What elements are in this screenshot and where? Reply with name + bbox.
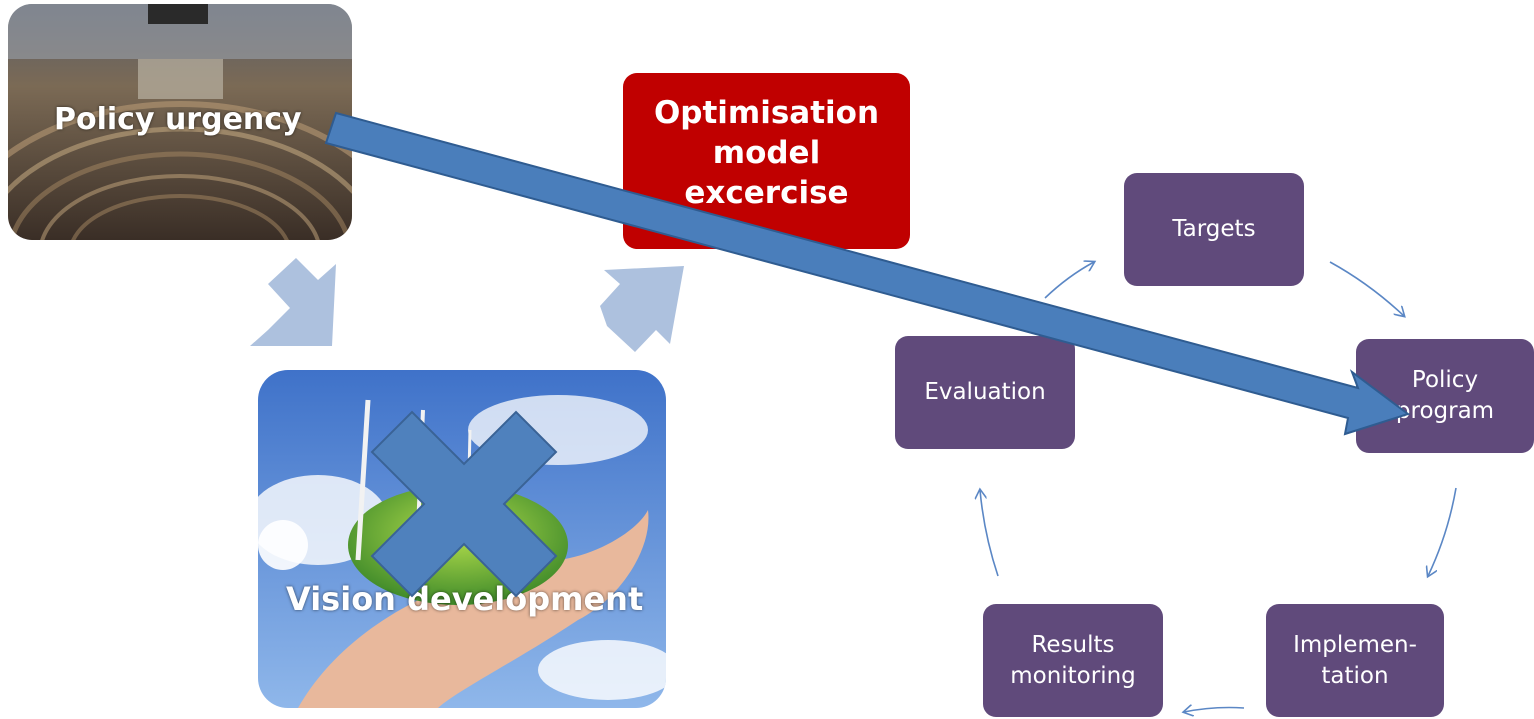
- cycle-arrow-targets-to-policy: [1329, 261, 1404, 316]
- results-line-2: monitoring: [1010, 662, 1136, 689]
- cycle-box-evaluation: Evaluation: [895, 336, 1075, 449]
- light-arrow-down-icon: [250, 258, 336, 346]
- green-earth-hand-image: [258, 370, 666, 708]
- cycle-arrow-results-to-eval: [980, 490, 999, 577]
- vision-development-photo: Vision development: [258, 370, 666, 708]
- policy-program-line-1: Policy: [1411, 367, 1479, 393]
- cycle-arrow-policy-to-impl: [1428, 487, 1457, 576]
- cross-out-icon: [370, 410, 558, 598]
- implementation-line-2: tation: [1321, 662, 1389, 689]
- cycle-box-implementation: Implemen- tation: [1266, 604, 1444, 717]
- results-line-1: Results: [1031, 631, 1115, 658]
- vision-development-label: Vision development: [286, 580, 644, 618]
- targets-label: Targets: [1172, 216, 1256, 242]
- parliament-image: [8, 4, 352, 240]
- cycle-box-targets: Targets: [1124, 173, 1304, 286]
- main-arrow-icon: [324, 111, 1411, 436]
- policy-program-line-2: program: [1395, 398, 1495, 424]
- light-arrow-up-icon: [600, 266, 684, 352]
- evaluation-label: Evaluation: [924, 379, 1046, 405]
- implementation-line-1: Implemen-: [1293, 631, 1417, 658]
- cycle-arrow-impl-to-results: [1184, 708, 1245, 713]
- cycle-arrow-eval-to-targets: [1044, 262, 1094, 299]
- cycle-box-results-monitoring: Results monitoring: [983, 604, 1163, 717]
- policy-urgency-photo: Policy urgency: [8, 4, 352, 240]
- optimisation-line-2: model: [712, 135, 821, 171]
- policy-urgency-label: Policy urgency: [54, 102, 302, 137]
- optimisation-line-3: excercise: [684, 175, 849, 211]
- optimisation-model-box: Optimisation model excercise: [623, 73, 910, 249]
- optimisation-line-1: Optimisation: [653, 95, 880, 131]
